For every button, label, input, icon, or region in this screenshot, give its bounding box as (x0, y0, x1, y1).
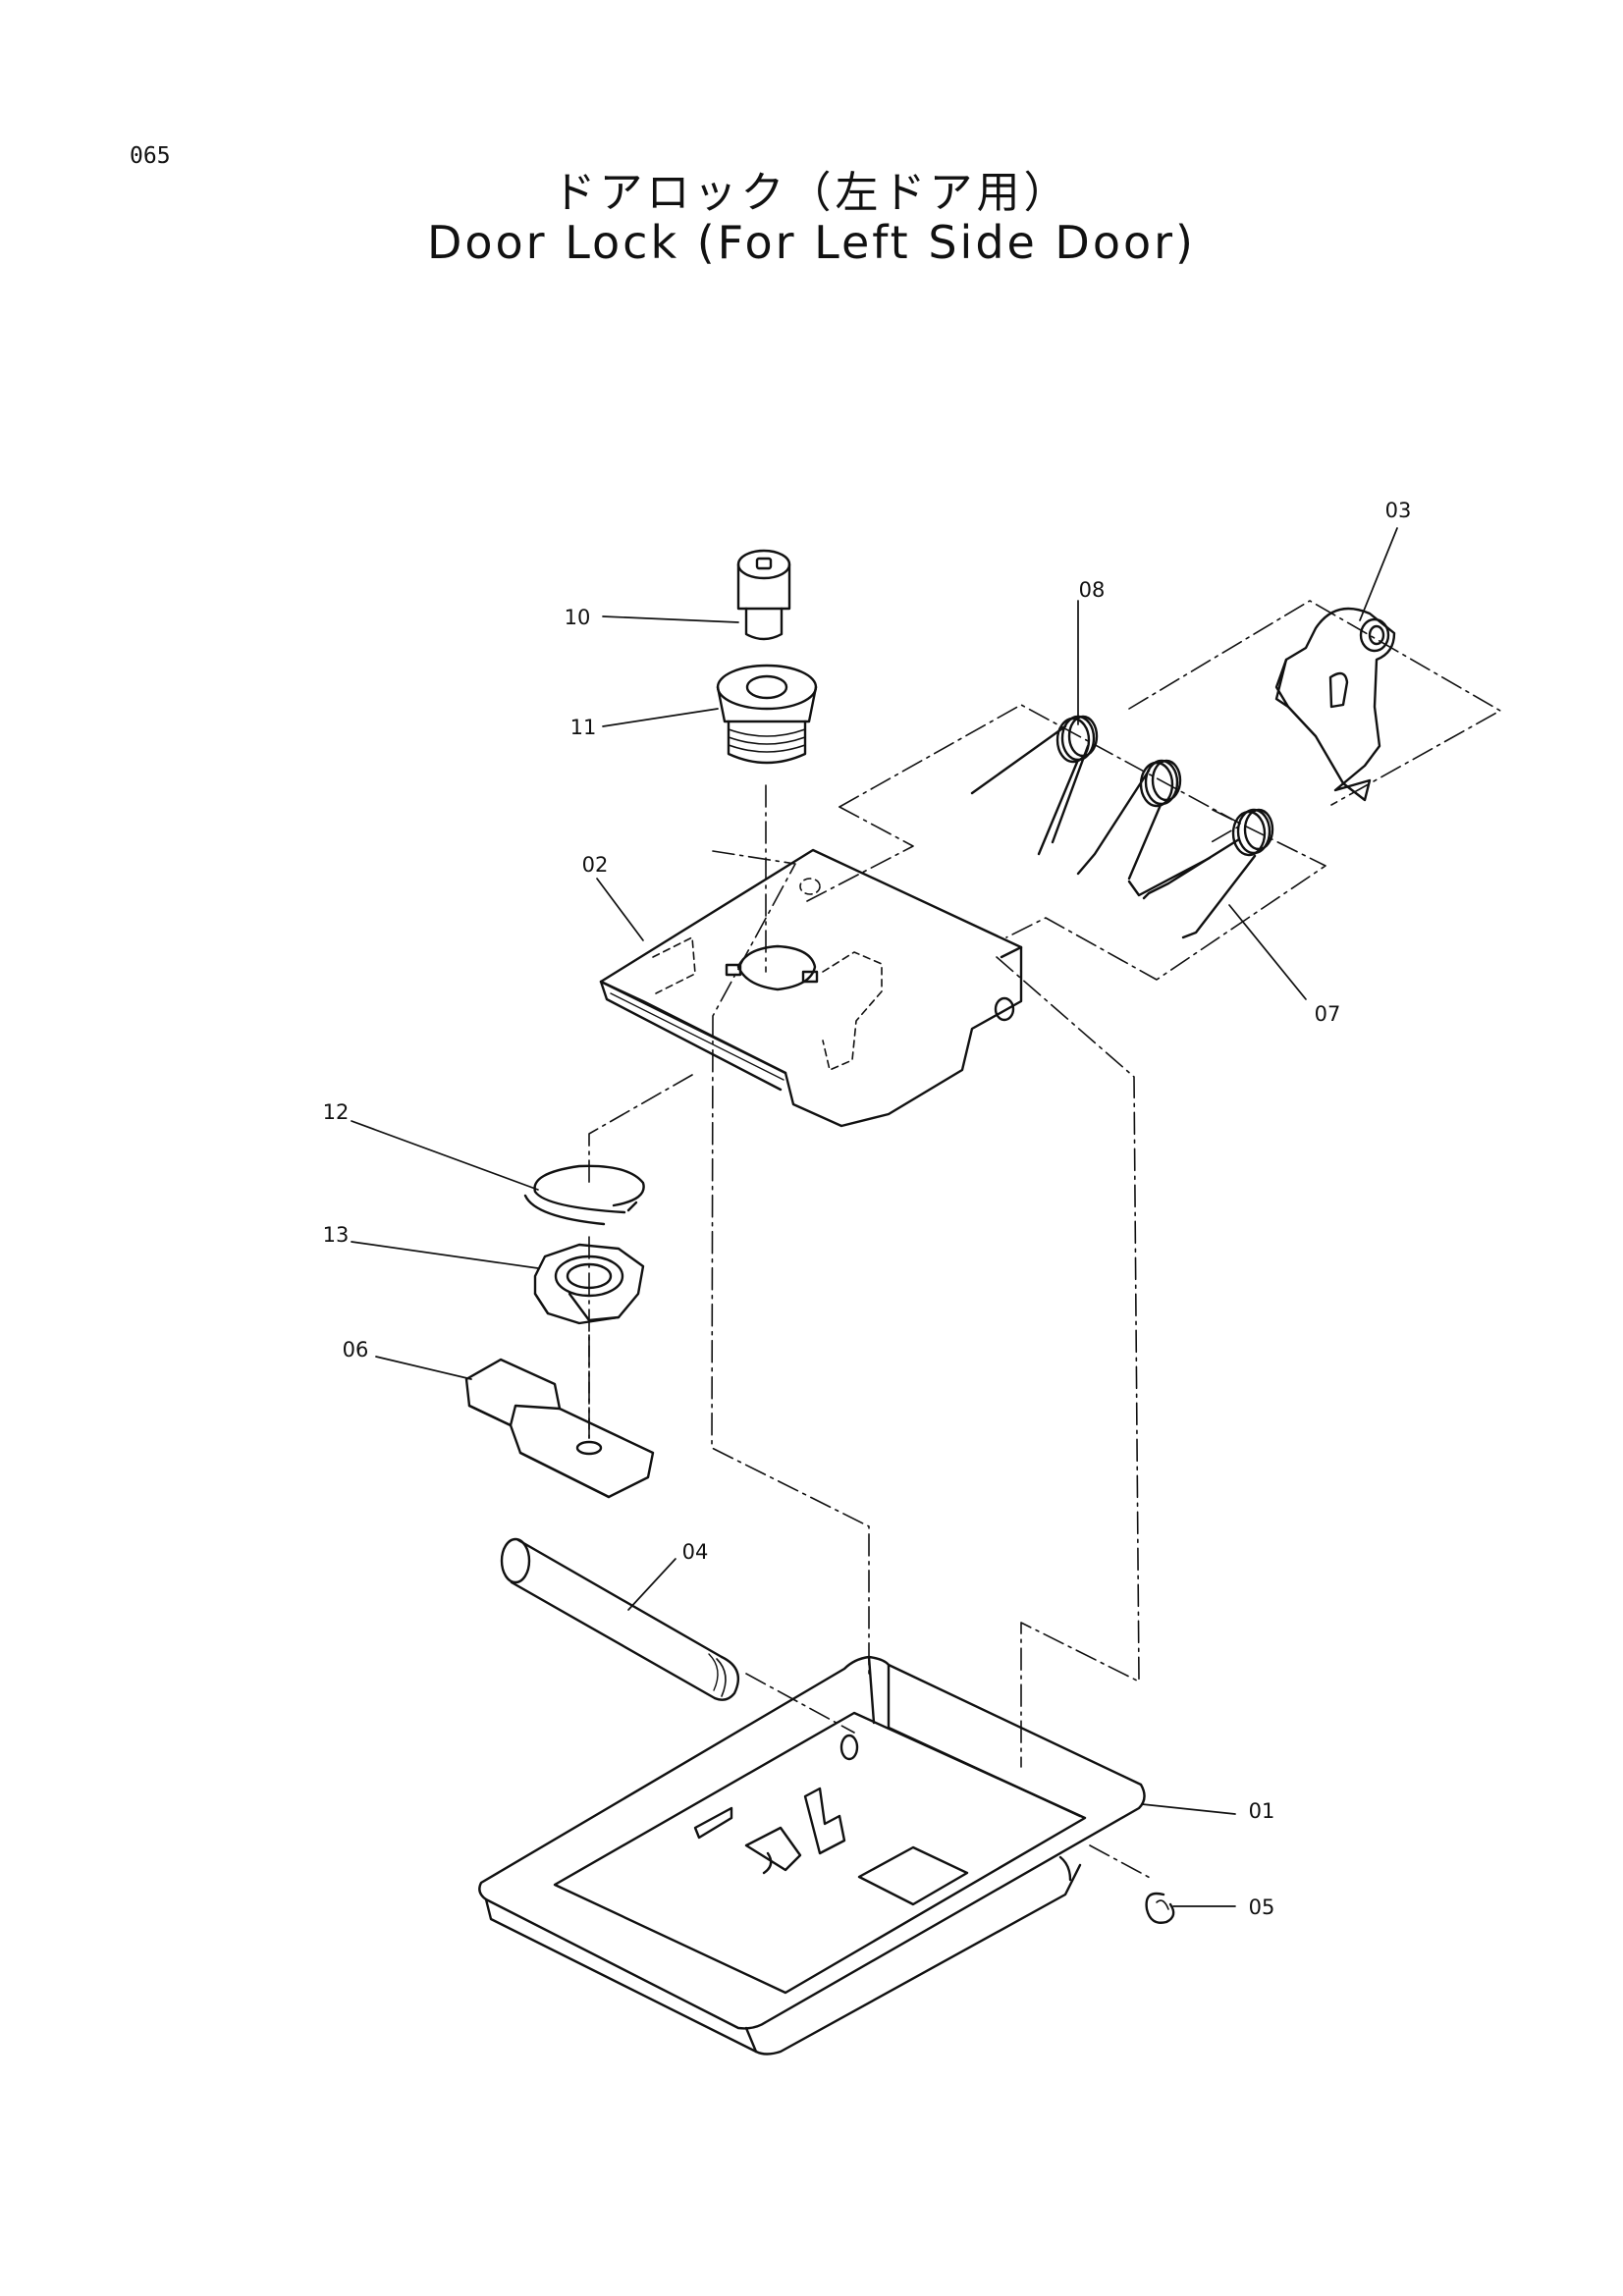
callout-01: 01 (1249, 1799, 1275, 1823)
retaining-ring-part (523, 1164, 645, 1226)
lock-cover-part (599, 848, 1023, 1128)
callout-06: 06 (343, 1338, 369, 1362)
part-callouts: 10 11 02 08 03 07 12 13 06 04 01 05 (323, 499, 1412, 1919)
snap-ring-part (1145, 1892, 1175, 1924)
callout-12: 12 (323, 1100, 350, 1124)
callout-08: 08 (1079, 578, 1106, 602)
callout-07: 07 (1315, 1002, 1341, 1026)
title-english: Door Lock (For Left Side Door) (426, 216, 1197, 269)
title-japanese: ドアロック（左ドア用） (552, 168, 1071, 218)
page-number: 065 (130, 143, 171, 169)
lock-base-part (478, 1655, 1146, 2056)
callout-04: 04 (682, 1540, 709, 1564)
callout-05: 05 (1249, 1896, 1275, 1919)
stopper-plate-part (464, 1358, 655, 1499)
latch-hook-part (1274, 607, 1396, 802)
nut-part (533, 1243, 645, 1325)
callout-11: 11 (570, 716, 597, 739)
leader-lines (351, 527, 1398, 1907)
key-cylinder-part (736, 549, 791, 641)
callout-13: 13 (323, 1223, 350, 1247)
callout-10: 10 (565, 606, 591, 629)
callout-03: 03 (1385, 499, 1412, 522)
callout-02: 02 (582, 853, 609, 877)
pin-part (500, 1537, 739, 1701)
assembly-guide-lines (588, 600, 1501, 1881)
spring-08-part (970, 715, 1182, 881)
spring-07-part (1127, 808, 1274, 939)
cylinder-sleeve-part (716, 664, 818, 765)
